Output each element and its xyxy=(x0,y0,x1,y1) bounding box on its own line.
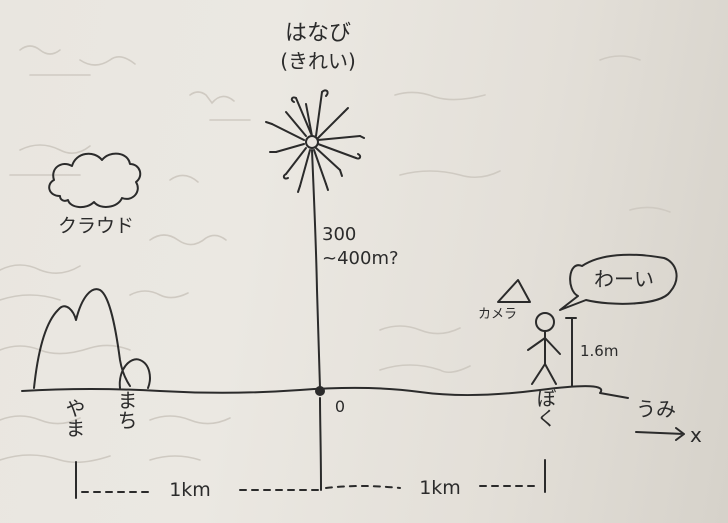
distance-left-label: 1km xyxy=(169,479,211,501)
speech-text: わーい xyxy=(594,267,654,291)
origin-point xyxy=(315,386,325,396)
speech-bubble xyxy=(559,253,678,311)
distance-line-right xyxy=(325,485,401,489)
cloud-label: クラウド xyxy=(58,215,134,237)
town-label: まち xyxy=(114,390,138,430)
firework-label: はなび xyxy=(285,21,351,46)
firework-trail xyxy=(311,149,321,389)
cloud-icon xyxy=(48,152,142,208)
axis-label: x xyxy=(690,423,702,447)
person-icon xyxy=(527,312,561,385)
x-axis-arrow xyxy=(635,427,685,441)
camera-icon xyxy=(497,279,531,303)
firework-note: (きれい) xyxy=(280,49,356,73)
height-bracket xyxy=(565,317,577,387)
origin-label: 0 xyxy=(335,397,345,416)
town xyxy=(118,358,151,389)
mountain xyxy=(33,288,131,389)
person-height: 1.6m xyxy=(580,342,618,360)
height-label-line1: 300 xyxy=(322,224,356,245)
distance-right-label: 1km xyxy=(419,477,461,499)
mountain-label: やま xyxy=(62,398,86,438)
sea-label: うみ xyxy=(636,397,676,421)
person-label: ぼく xyxy=(533,388,557,428)
camera-label: カメラ xyxy=(478,307,517,322)
ground-line xyxy=(21,385,629,399)
center-line xyxy=(319,397,322,491)
firework-burst-icon xyxy=(265,89,365,193)
height-label-line2: ~400m? xyxy=(322,248,399,269)
